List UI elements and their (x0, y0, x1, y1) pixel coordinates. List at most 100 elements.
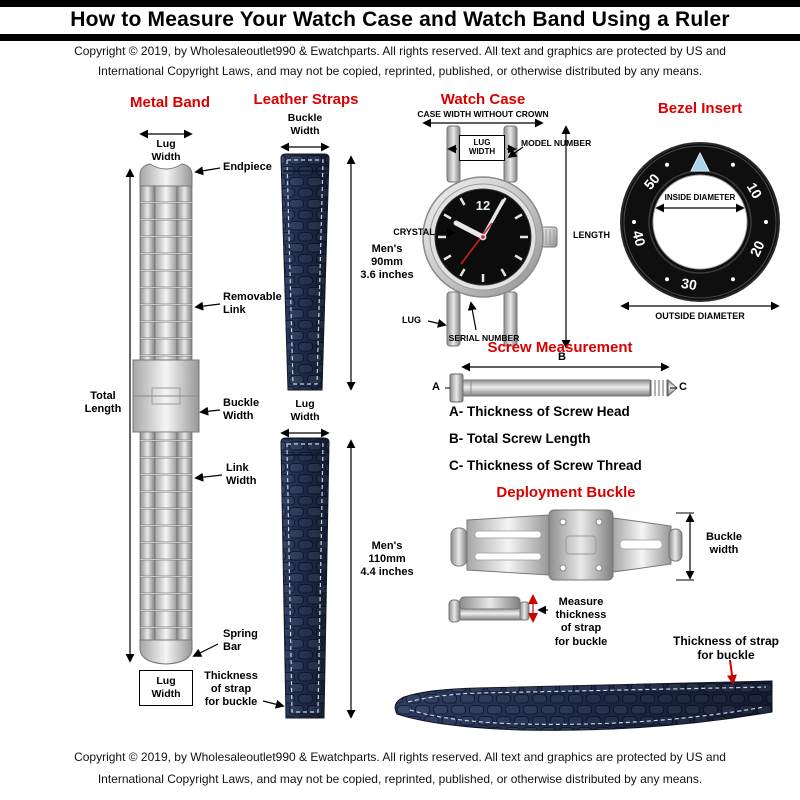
bezel-numeral-10: 10 (744, 180, 766, 202)
top-right-lug (503, 125, 518, 183)
outside-diameter-label: OUTSIDE DIAMETER (655, 311, 745, 321)
top-rule-bar (0, 0, 800, 7)
metal-buckle-width-label: Buckle Width (223, 397, 260, 423)
second-hand (460, 222, 493, 265)
screw-line-b: B- Total Screw Length (449, 431, 591, 446)
endpiece-label: Endpiece (223, 161, 272, 173)
endpiece-pointer-arrow (194, 166, 221, 176)
bezel-minute-dots (632, 162, 768, 282)
watch-case-arrows (422, 118, 571, 349)
bezel-arrows (620, 203, 780, 311)
metal-band-lower-links (139, 431, 193, 641)
screw-line-a: A- Thickness of Screw Head (449, 404, 630, 419)
screw-line-c: C- Thickness of Screw Thread (449, 458, 642, 473)
buckle-width-pointer-arrow (199, 406, 221, 416)
metal-band-heading: Metal Band (129, 94, 210, 111)
serial-number-label: SERIAL NUMBER (448, 333, 520, 343)
bottom-strap-stitch-bottom (409, 706, 765, 725)
bottom-strap-diagram (394, 659, 773, 731)
bezel-insert-heading: Bezel Insert (657, 100, 743, 117)
removable-link-label: Removable Link (223, 291, 282, 317)
bridge-detail (565, 535, 597, 555)
deployment-buckle-diagram (448, 509, 695, 623)
metal-band-diagram (132, 163, 200, 665)
bezel-numeral-40: 40 (629, 229, 649, 248)
screw-shaft (462, 379, 651, 397)
bezel-numerals: 50 40 30 20 10 (629, 170, 767, 293)
metal-band-lug-width-bottom-label: Lug Width (139, 670, 193, 706)
hands-center-dot (481, 235, 485, 239)
buckle-left-pusher (450, 527, 468, 567)
metal-band-upper-links (139, 185, 193, 361)
total-length-label: Total Length (84, 390, 122, 416)
inside-diameter-label: INSIDE DIAMETER (664, 193, 736, 202)
serial-number-pointer-arrow (467, 301, 477, 331)
metal-band-lug-width-top-label: Lug Width (151, 138, 181, 163)
strap-thickness-pointer-arrow (262, 699, 285, 709)
model-number-label: MODEL NUMBER (521, 138, 592, 148)
header-copyright-line1: Copyright © 2019, by Wholesaleoutlet990 … (74, 44, 726, 58)
measure-thickness-label: Measure thickness of strap for buckle (554, 596, 608, 648)
watch-lug-width-label: LUG WIDTH (459, 135, 505, 161)
link-width-pointer-arrow (194, 472, 223, 482)
footer-copyright-line2: International Copyright Laws, and may no… (97, 772, 703, 786)
bottom-strap-stitch-top (407, 686, 767, 703)
strap-thickness-label: Thickness of strap for buckle (204, 670, 258, 709)
right-wing-slot (619, 539, 663, 550)
bottom-right-lug (503, 291, 518, 347)
strap-thickness-red-arrow (727, 659, 737, 685)
buckle-center-bridge (548, 509, 614, 581)
hour-hand (453, 220, 486, 240)
link-width-label: Link Width (226, 462, 257, 488)
watch-case-heading: Watch Case (440, 91, 526, 108)
metal-band-bottom-endpiece (139, 639, 193, 665)
leather-straps-arrows (262, 142, 356, 719)
crystal-label: CRYSTAL (393, 227, 435, 237)
strap-buckle-width-label: Buckle Width (287, 112, 323, 137)
removable-link-pointer-arrow (194, 301, 221, 311)
metal-band-top-endpiece (139, 163, 193, 187)
left-wing-slot-1 (474, 530, 542, 539)
bezel-numeral-30: 30 (680, 275, 698, 293)
clasp-detail (151, 387, 181, 405)
folded-clasp (448, 596, 530, 623)
case-width-label: CASE WIDTH WITHOUT CROWN (417, 109, 549, 119)
model-number-pointer-arrow (507, 146, 524, 159)
bezel-rim-highlight (623, 145, 777, 299)
dial-hour-markers (438, 197, 528, 282)
lug-pointer-arrow (427, 318, 447, 328)
spring-bar-label: Spring Bar (223, 628, 258, 654)
strap-110mm-stitching (286, 443, 324, 713)
length-label: LENGTH (573, 230, 610, 240)
header-copyright-line2: International Copyright Laws, and may no… (97, 64, 703, 78)
watch-hands (453, 199, 505, 265)
buckle-left-wing (466, 514, 550, 576)
lug-label: LUG (402, 315, 421, 325)
leather-strap-110mm-texture (281, 438, 329, 718)
bezel-inner-hole (652, 174, 748, 270)
dial-numeral-12: 12 (476, 198, 490, 213)
page-title: How to Measure Your Watch Case and Watch… (70, 8, 730, 31)
bezel-insert-diagram: 50 40 30 20 10 (620, 142, 780, 302)
left-wing-slot-2 (474, 552, 542, 561)
footer-copyright-line1: Copyright © 2019, by Wholesaleoutlet990 … (74, 750, 726, 764)
screw-threads (650, 380, 668, 396)
strap-90mm-stitching (286, 159, 324, 385)
leather-straps-heading: Leather Straps (253, 91, 359, 108)
screw-measurement-heading: Screw Measurement (487, 339, 633, 356)
bezel-numeral-20: 20 (747, 238, 768, 259)
screw-head (449, 373, 464, 403)
watch-case-diagram: 12 (422, 125, 558, 347)
bottom-strap-thickness-label: Thickness of strap for buckle (672, 634, 780, 663)
leather-strap-90mm-texture (281, 154, 329, 390)
bezel-lume-triangle (690, 151, 710, 172)
strap-lug-width-label: Lug Width (290, 398, 320, 423)
mens-110mm-label: Men's 110mm 4.4 inches (360, 540, 414, 579)
spring-bar-pointer-arrow (192, 643, 219, 657)
metal-band-arrows (125, 129, 223, 663)
leather-straps-diagram (280, 153, 330, 719)
buckle-right-cap (668, 528, 683, 562)
screw-c-label: C (679, 381, 687, 393)
